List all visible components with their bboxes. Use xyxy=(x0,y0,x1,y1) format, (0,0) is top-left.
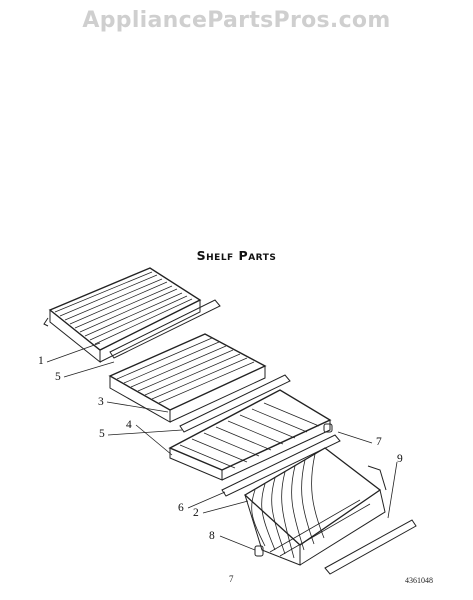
callout-3: 3 xyxy=(98,396,104,408)
basket-rail-9 xyxy=(324,519,417,575)
wire-basket-2 xyxy=(243,447,387,566)
shelf-trim-6 xyxy=(221,434,341,497)
callout-2: 2 xyxy=(193,507,199,519)
callout-7: 7 xyxy=(376,436,382,448)
callout-4: 4 xyxy=(126,419,132,431)
wire-shelf-4 xyxy=(168,389,332,481)
callout-1: 1 xyxy=(38,355,44,367)
wire-shelf-1 xyxy=(43,267,202,364)
watermark: AppliancePartsPros.com xyxy=(82,8,391,33)
shelf-stop-7 xyxy=(323,423,333,433)
document-number: 4361048 xyxy=(405,576,433,585)
callout-9: 9 xyxy=(397,453,403,465)
callout-5-lower: 5 xyxy=(99,428,105,440)
page-number: 7 xyxy=(229,574,234,584)
shelf-trim-5-upper xyxy=(109,299,221,359)
basket-stop-8 xyxy=(254,545,264,557)
callout-8: 8 xyxy=(209,530,215,542)
callout-6: 6 xyxy=(178,502,184,514)
page-title: Shelf Parts xyxy=(196,248,277,263)
leader-lines xyxy=(46,342,398,551)
wire-shelf-3 xyxy=(108,333,267,423)
shelf-trim-5-lower xyxy=(179,374,291,433)
callout-5: 5 xyxy=(55,371,61,383)
